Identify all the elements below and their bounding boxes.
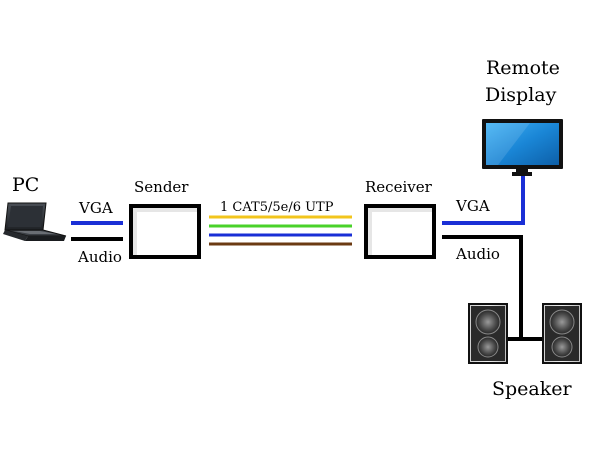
vga-cable-right	[442, 176, 525, 225]
laptop-icon	[3, 202, 67, 241]
cable-label: 1 CAT5/5e/6 UTP	[220, 200, 334, 215]
monitor-icon	[482, 119, 563, 176]
vga-label-right: VGA	[455, 197, 490, 215]
audio-cable-right	[442, 235, 523, 339]
pc-label: PC	[12, 174, 39, 196]
remote-display-label-line2: Display	[485, 84, 557, 106]
remote-display-label-line1: Remote	[486, 57, 560, 79]
receiver-box	[364, 204, 436, 259]
speaker-icon-right	[542, 303, 582, 364]
speaker-label: Speaker	[492, 378, 573, 400]
audio-label-right: Audio	[455, 245, 500, 263]
audio-label-left: Audio	[77, 248, 122, 266]
receiver-label: Receiver	[365, 178, 433, 196]
vga-label-left: VGA	[78, 199, 113, 217]
sender-box	[129, 204, 201, 259]
speaker-icon-left	[468, 303, 508, 364]
sender-label: Sender	[134, 178, 189, 196]
